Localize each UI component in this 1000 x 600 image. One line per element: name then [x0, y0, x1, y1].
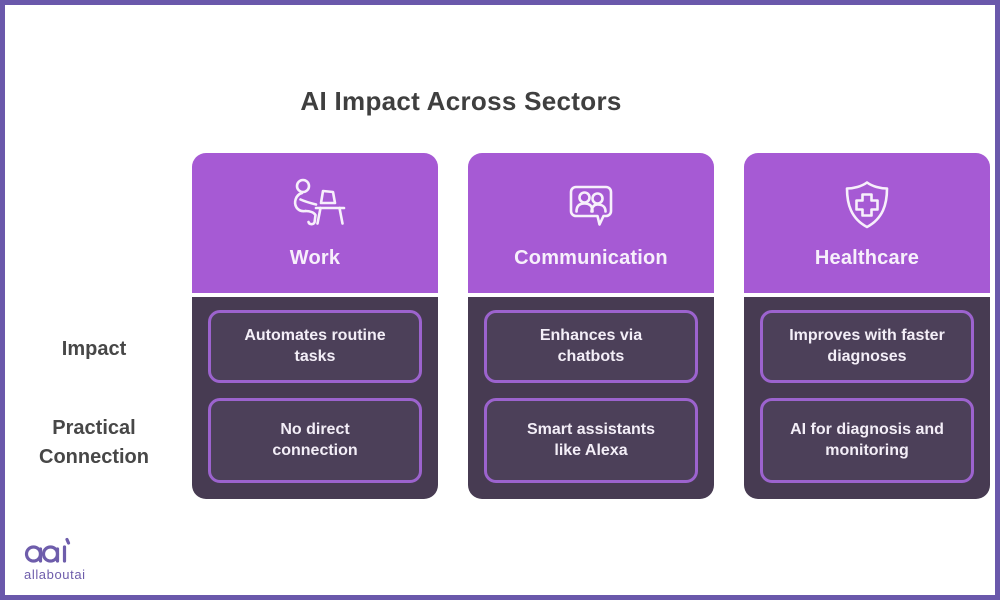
communication-practical-card: Smart assistants like Alexa	[484, 398, 698, 483]
column-healthcare-body: Improves with faster diagnoses AI for di…	[744, 297, 990, 499]
communication-impact-card: Enhances via chatbots	[484, 310, 698, 383]
column-communication-body: Enhances via chatbots Smart assistants l…	[468, 297, 714, 499]
allaboutai-logo: allaboutai	[24, 536, 86, 582]
shield-cross-icon	[835, 175, 899, 239]
page-title: AI Impact Across Sectors	[300, 86, 622, 116]
row-label-practical-connection: Practical Connection	[39, 417, 149, 468]
column-healthcare: Healthcare Improves with faster diagnose…	[744, 153, 990, 499]
allaboutai-logo-text: allaboutai	[24, 567, 86, 582]
healthcare-impact-card: Improves with faster diagnoses	[760, 310, 974, 383]
allaboutai-logo-mark	[24, 536, 76, 566]
column-work-body: Automates routine tasks No direct connec…	[192, 297, 438, 499]
column-healthcare-header: Healthcare	[744, 153, 990, 293]
column-work-label: Work	[289, 247, 341, 269]
person-at-desk-icon	[283, 175, 347, 239]
row-label-impact: Impact	[61, 338, 127, 360]
column-healthcare-label: Healthcare	[814, 247, 920, 269]
work-practical-card: No direct connection	[208, 398, 422, 483]
column-work: Work Automates routine tasks No direct c…	[192, 153, 438, 499]
column-communication: Communication Enhances via chatbots Smar…	[468, 153, 714, 499]
column-communication-header: Communication	[468, 153, 714, 293]
work-impact-card: Automates routine tasks	[208, 310, 422, 383]
healthcare-practical-card: AI for diagnosis and monitoring	[760, 398, 974, 483]
chat-people-icon	[559, 175, 623, 239]
column-work-header: Work	[192, 153, 438, 293]
column-communication-label: Communication	[514, 247, 668, 269]
